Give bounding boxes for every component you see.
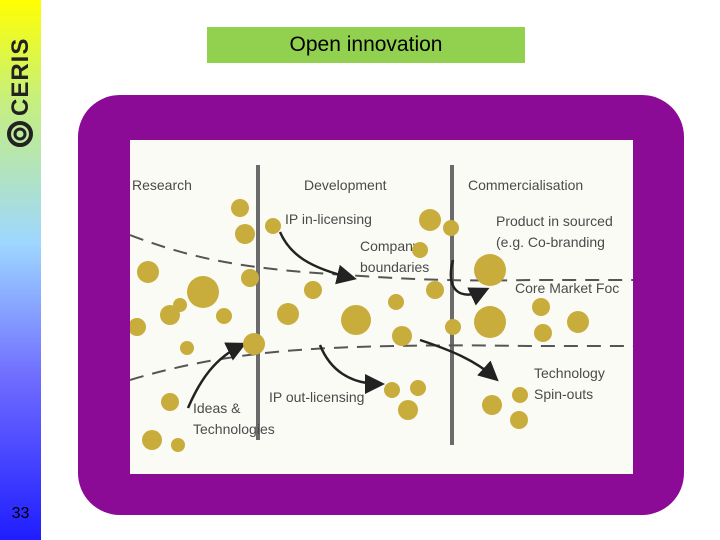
- bubble: [392, 326, 412, 346]
- bubble: [412, 242, 428, 258]
- diagram-canvas: Research Development Commercialisation I…: [130, 165, 633, 452]
- bubble: [567, 311, 589, 333]
- title-bar: Open innovation: [207, 27, 525, 63]
- bubble: [445, 319, 461, 335]
- phase-commercialisation: Commercialisation: [468, 177, 583, 193]
- bubble: [341, 305, 371, 335]
- bubble: [410, 380, 426, 396]
- label-product-in-sourced: Product in sourced: [496, 213, 613, 229]
- slide-title: Open innovation: [289, 33, 443, 56]
- bubble: [243, 333, 265, 355]
- sidebar: CERIS 33: [0, 0, 41, 540]
- label-technologies: Technologies: [193, 421, 275, 437]
- bubble: [304, 281, 322, 299]
- bubble: [180, 341, 194, 355]
- label-ideas: Ideas &: [193, 400, 241, 416]
- bubble: [235, 224, 255, 244]
- bubble: [241, 269, 259, 287]
- arrow-spin-outs: [419, 338, 499, 382]
- arrow-ip-out-licensing: [318, 344, 385, 394]
- bubble: [532, 298, 550, 316]
- bubble: [419, 209, 441, 231]
- bubble: [426, 281, 444, 299]
- bubble: [277, 303, 299, 325]
- bubble: [534, 324, 552, 342]
- bubble: [265, 218, 281, 234]
- label-core-market: Core Market Foc: [515, 280, 619, 296]
- ceris-logo: CERIS: [7, 38, 34, 147]
- bubble: [443, 220, 459, 236]
- slide-number: 33: [11, 505, 30, 522]
- bubble: [388, 294, 404, 310]
- bubble: [216, 308, 232, 324]
- phase-development: Development: [304, 177, 387, 193]
- bubble: [384, 382, 400, 398]
- boundary-upper: [130, 234, 633, 282]
- label-ip-in-licensing: IP in-licensing: [285, 211, 372, 227]
- boundary-lower: [130, 344, 633, 381]
- open-innovation-diagram: Research Development Commercialisation I…: [130, 140, 633, 474]
- svg-text:CERIS: CERIS: [7, 38, 34, 116]
- label-co-branding: (e.g. Co-branding: [496, 234, 605, 250]
- label-boundaries: boundaries: [360, 259, 429, 275]
- bubble: [142, 430, 162, 450]
- arrow-ip-in-licensing: [278, 231, 357, 285]
- bubble: [171, 438, 185, 452]
- bubble: [160, 305, 180, 325]
- arrow-product-in-sourced: [449, 259, 490, 306]
- bubble: [512, 387, 528, 403]
- bubble: [137, 261, 159, 283]
- idea-bubbles: [130, 199, 589, 452]
- label-spin-outs: Spin-outs: [534, 386, 593, 402]
- phase-research: Research: [132, 177, 192, 193]
- label-technology: Technology: [534, 365, 605, 381]
- bubble: [482, 395, 502, 415]
- bubble: [474, 306, 506, 338]
- bubble: [474, 254, 506, 286]
- label-company: Company: [360, 238, 420, 254]
- bubble: [510, 411, 528, 429]
- bubble: [187, 276, 219, 308]
- arrow-ideas: [186, 342, 247, 409]
- bubble: [398, 400, 418, 420]
- bubble: [130, 318, 146, 336]
- bubble: [231, 199, 249, 217]
- bubble: [161, 393, 179, 411]
- label-ip-out-licensing: IP out-licensing: [269, 389, 364, 405]
